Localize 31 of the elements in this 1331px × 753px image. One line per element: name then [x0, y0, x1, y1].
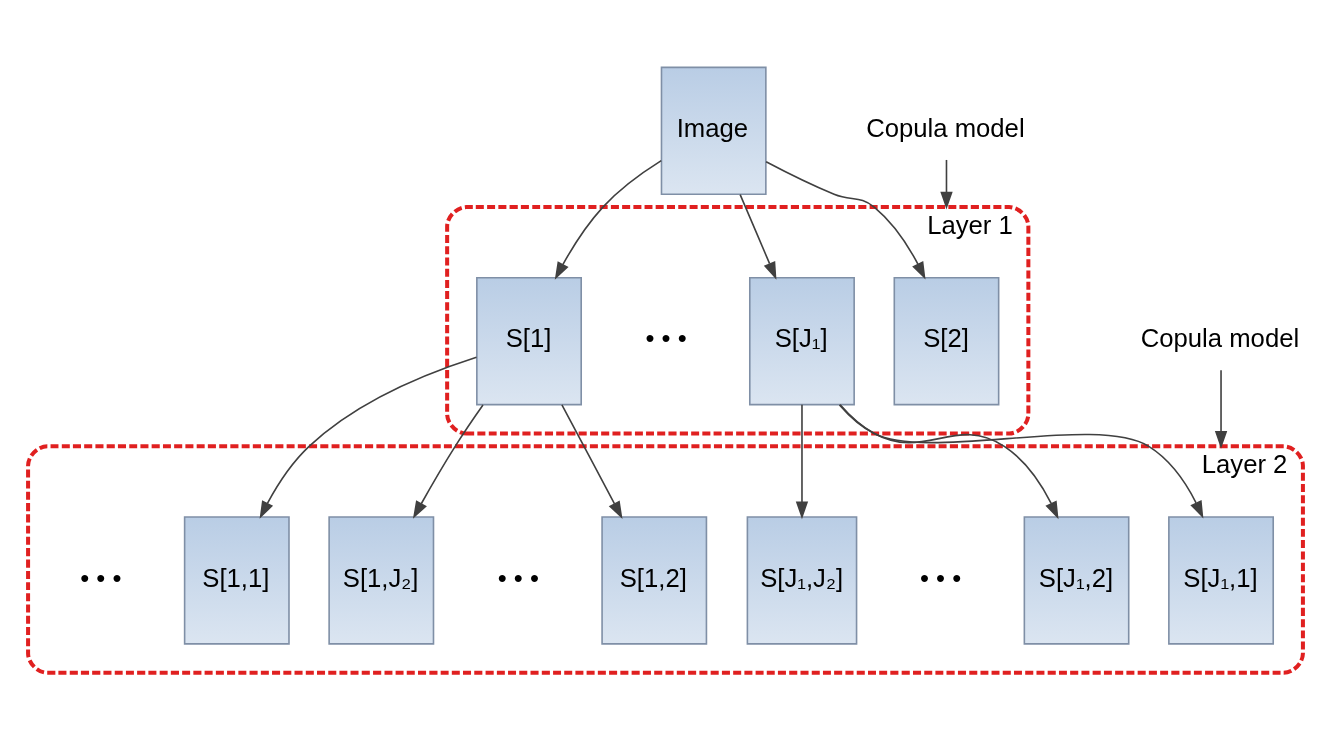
- node-label: Layer 2: [1201, 450, 1288, 479]
- node-box: S[1,J₂]: [328, 516, 435, 645]
- arrow: [838, 404, 1204, 519]
- arrow: [561, 404, 623, 519]
- arrow: [1214, 369, 1228, 449]
- arrow: [412, 404, 484, 519]
- node-box: S[1,1]: [183, 516, 290, 645]
- arrow: [739, 193, 777, 280]
- cluster: [26, 444, 1305, 675]
- node-box: S[1]: [476, 276, 582, 406]
- arrow: [839, 404, 1059, 520]
- arrow: [795, 404, 809, 520]
- arrow: [765, 160, 926, 280]
- arrow: [259, 356, 478, 519]
- node-box: S[J₁,2]: [1023, 516, 1130, 645]
- node-box: Image: [660, 66, 767, 196]
- label: • • •: [497, 563, 539, 592]
- label: • • •: [645, 324, 687, 353]
- arrow: [940, 159, 953, 210]
- arrow: [554, 159, 663, 280]
- node-box: S[J₁,J₂]: [746, 516, 858, 645]
- node-box: S[1,2]: [601, 516, 708, 645]
- cluster: [445, 205, 1031, 436]
- node-label: Layer 1: [927, 211, 1013, 240]
- label: • • •: [80, 563, 122, 592]
- node-text: Copula model: [1140, 324, 1300, 353]
- node-box: S[J₁]: [749, 276, 855, 406]
- label: • • •: [919, 563, 962, 592]
- node-text: Copula model: [866, 113, 1025, 142]
- node-box: S[2]: [893, 276, 1000, 406]
- node-box: S[J₁,1]: [1168, 516, 1275, 645]
